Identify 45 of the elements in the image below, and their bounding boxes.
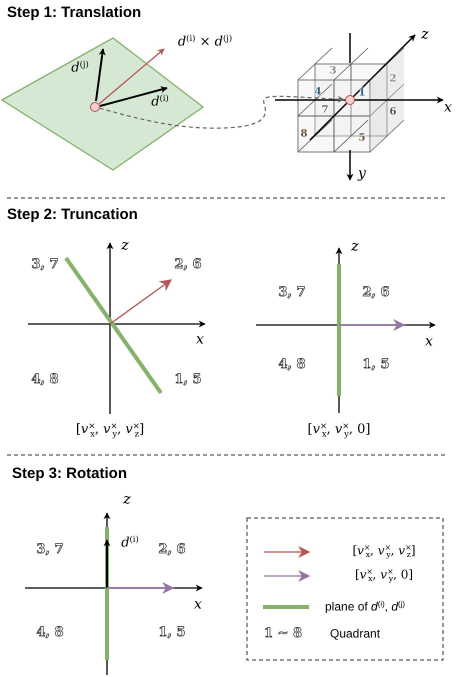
quadrant-label: 2, 6 xyxy=(158,542,186,558)
axis-label: x xyxy=(425,334,433,350)
quadrant-number: 7 xyxy=(322,104,328,116)
quadrant-label: 4, 8 xyxy=(31,372,59,388)
step-heading: Step 3: Rotation xyxy=(12,466,127,482)
math-label: [v$^{×}$$_{x}$, v$^{×}$$_{y}$, v$^{×}$$_{z}$] xyxy=(76,422,144,438)
math-label: d$^{(j)}$ xyxy=(71,60,89,76)
axis-label: x xyxy=(444,100,452,116)
quadrant-label: 1 ∼ 8 xyxy=(264,626,302,642)
point-marker xyxy=(345,95,355,105)
quadrant-number: 5 xyxy=(358,132,366,144)
axis-label: x xyxy=(196,332,204,348)
quadrant-label: 3, 7 xyxy=(31,258,59,272)
quadrant-label: 1, 5 xyxy=(158,626,186,640)
legend-text: [v$^{×}$$_{x}$, v$^{×}$$_{y}$, 0] xyxy=(354,568,414,584)
axis-label: z xyxy=(123,492,131,508)
curved-arrow xyxy=(100,96,345,129)
quadrant-label: 1, 5 xyxy=(362,358,390,372)
quadrant-label: 1, 5 xyxy=(174,372,202,388)
axis-label: z xyxy=(121,238,129,254)
quadrant-label: 4, 8 xyxy=(278,358,306,372)
legend-text: [v$^{×}$$_{x}$, v$^{×}$$_{y}$, v$^{×}$$_{z}$] xyxy=(352,544,416,560)
quadrant-label: 4, 8 xyxy=(36,626,64,640)
legend-text: plane of d$^{(i)}$, d$^{(j)}$ xyxy=(325,600,405,614)
quadrant-number: 6 xyxy=(390,106,396,118)
axis-label: y xyxy=(358,166,366,182)
axis-label: z xyxy=(351,239,359,255)
quadrant-number: 2 xyxy=(390,74,396,84)
axis-label: z xyxy=(421,27,429,43)
step-heading: Step 2: Truncation xyxy=(7,207,138,224)
quadrant-number: 8 xyxy=(300,128,308,140)
legend-text: Quadrant xyxy=(330,627,380,641)
quadrant-label: 2, 6 xyxy=(362,286,390,300)
math-label: d$^{(i)}$ xyxy=(151,94,169,110)
quadrant-number: 1 xyxy=(358,88,366,98)
quadrant-number: 4 xyxy=(314,86,322,98)
quadrant-label: 3, 7 xyxy=(36,542,64,558)
quadrant-label: 2, 6 xyxy=(174,258,202,272)
axis-label: x xyxy=(194,597,202,613)
step-heading: Step 1: Translation xyxy=(7,5,142,22)
quadrant-label: 3, 7 xyxy=(278,286,306,300)
quadrant-number: 3 xyxy=(330,66,336,76)
math-label: [v$^{×}$$_{x}$, v$^{×}$$_{y}$, 0] xyxy=(308,422,370,438)
math-label: d$^{(i)}$ × d$^{(j)}$ xyxy=(178,34,232,50)
math-label: d$^{(i)}$ xyxy=(121,535,139,551)
